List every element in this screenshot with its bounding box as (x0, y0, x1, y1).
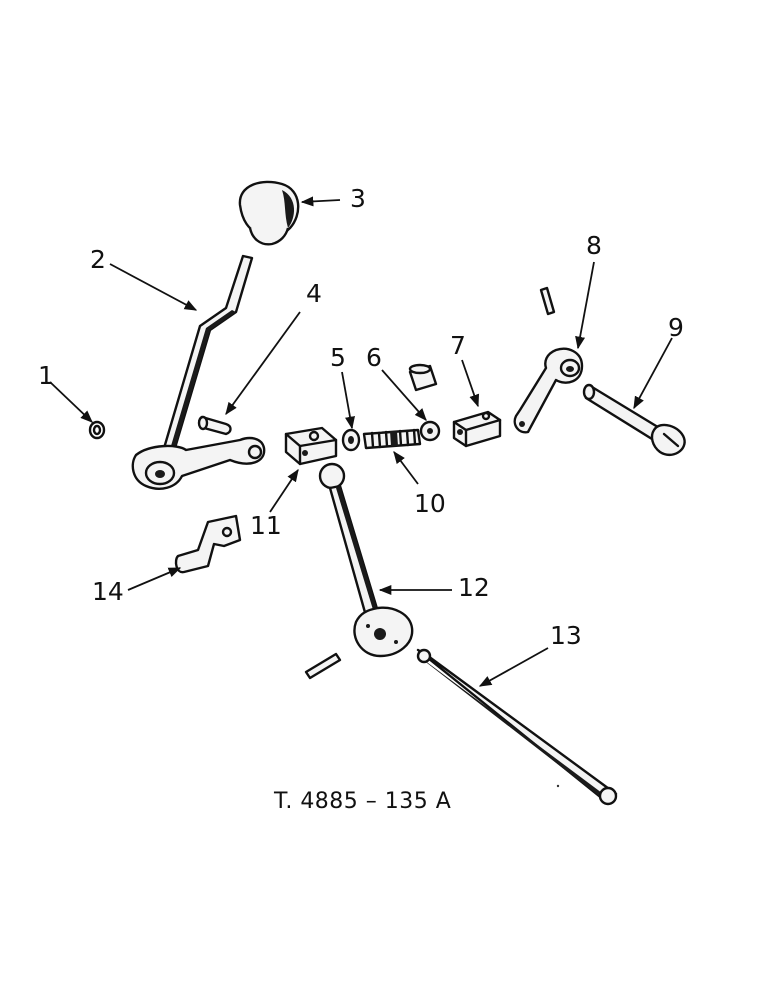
callout-6: 6 (366, 343, 382, 372)
part-clevis (284, 426, 338, 466)
part-shaft (416, 648, 618, 806)
callout-2: 2 (90, 245, 106, 274)
callout-14: 14 (92, 577, 124, 606)
callout-5: 5 (330, 343, 346, 372)
callout-11: 11 (250, 511, 282, 540)
part-adjuster (362, 428, 422, 450)
callout-labels: 1 2 3 4 5 6 7 8 9 10 11 12 13 14 (38, 184, 684, 650)
leader-lines (49, 196, 673, 687)
callout-3: 3 (350, 184, 366, 213)
callout-10: 10 (414, 489, 446, 518)
callout-9: 9 (668, 313, 684, 342)
part-split-pin (539, 286, 556, 316)
ink-speck (556, 784, 560, 788)
part-roll-pin (304, 652, 342, 680)
part-nut-5 (341, 428, 361, 452)
callout-8: 8 (586, 231, 602, 260)
diagram-caption: T. 4885 – 135 A (273, 789, 451, 814)
callout-1: 1 (38, 361, 54, 390)
callout-13: 13 (550, 621, 582, 650)
part-nut-6 (419, 420, 441, 442)
part-pin-4 (197, 415, 232, 436)
part-block (452, 410, 502, 448)
callout-7: 7 (450, 331, 466, 360)
callout-4: 4 (306, 279, 322, 308)
part-selector-lever (318, 462, 414, 658)
callout-12: 12 (458, 573, 490, 602)
part-ring (88, 420, 106, 440)
part-bracket (174, 514, 242, 574)
part-pivot-bolt (582, 383, 686, 457)
part-crank-arm (513, 347, 584, 434)
part-pin-upper (408, 363, 438, 392)
part-knob (238, 180, 300, 246)
part-main-lever (131, 254, 266, 490)
